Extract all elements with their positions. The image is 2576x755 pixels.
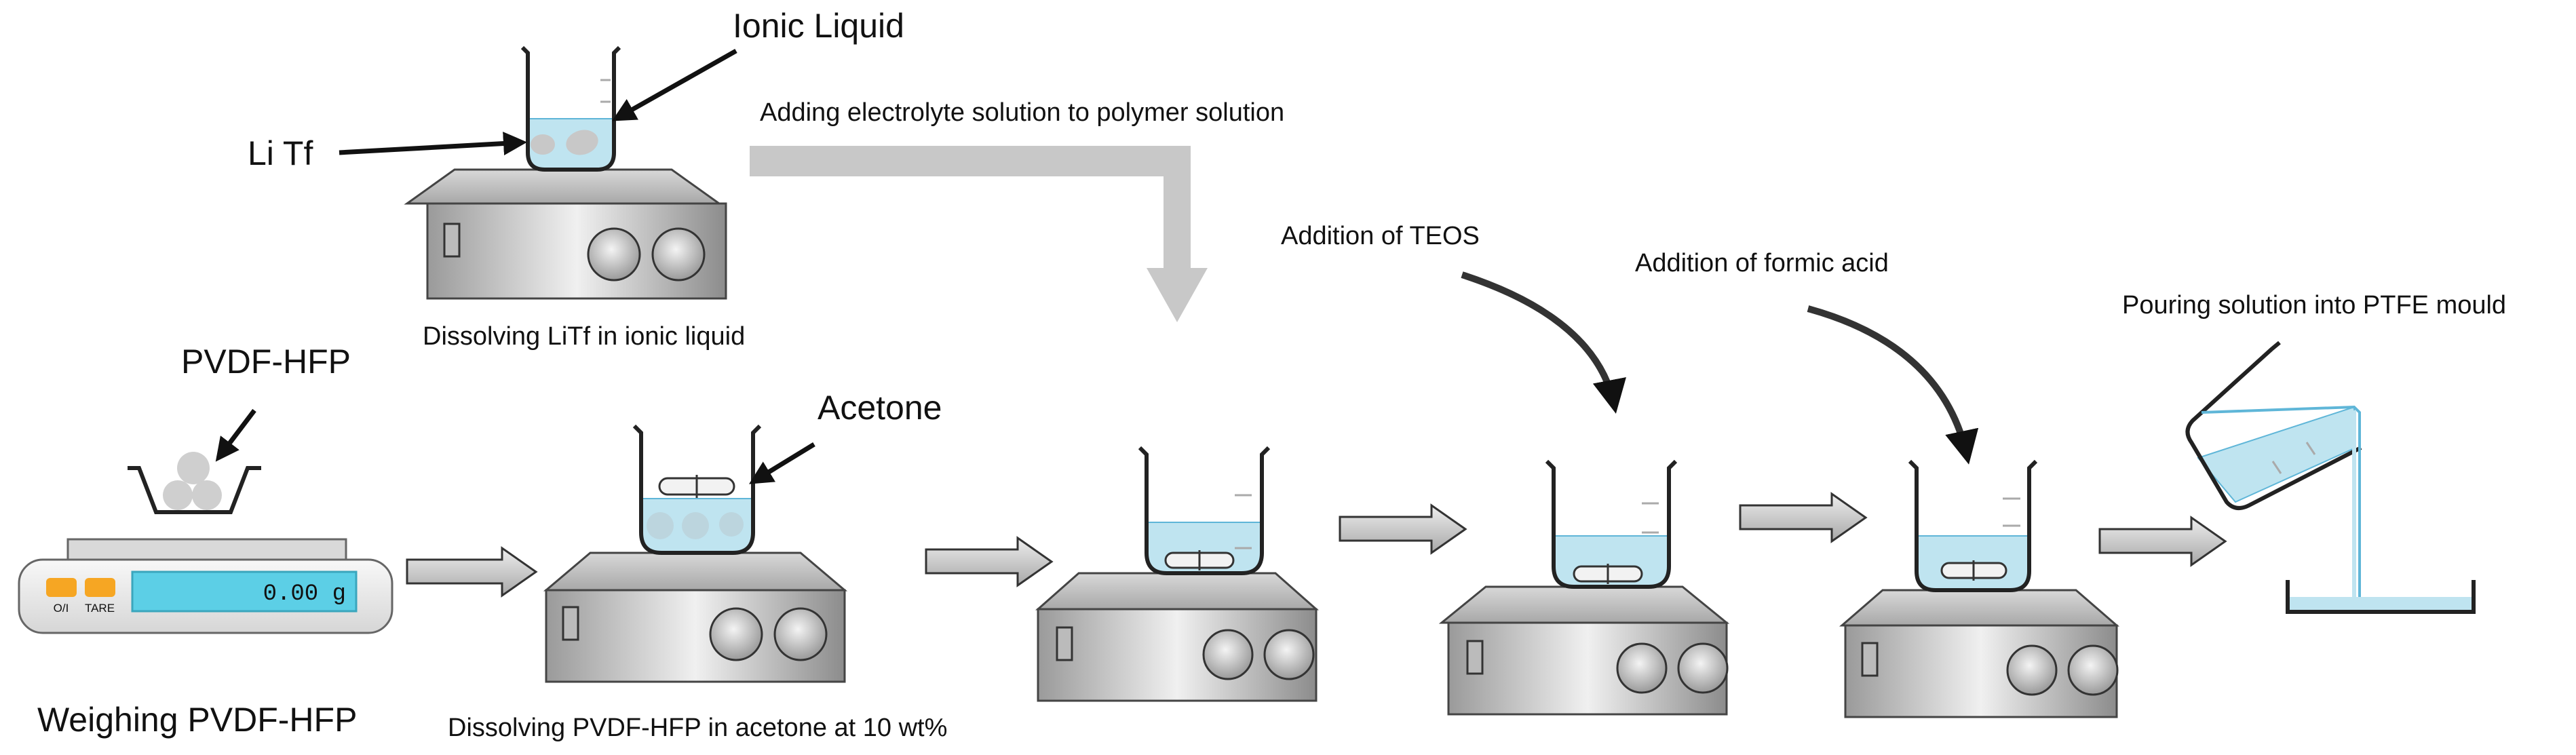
teos-pointer (1461, 271, 1626, 414)
tare-button[interactable] (85, 578, 115, 597)
weighing-scale: O/I TARE 0.00 g (18, 538, 393, 634)
formic-acid-pointer (1807, 305, 1979, 465)
on-off-button[interactable] (46, 578, 77, 597)
label-adding-electrolyte: Adding electrolyte solution to polymer s… (760, 98, 1284, 127)
hotplate-5 (1839, 589, 2120, 718)
beaker-5 (1908, 459, 2038, 592)
process-arrow-5 (2098, 516, 2227, 567)
scale-display-value: 0.00 g (263, 581, 346, 607)
acetone-pointer (749, 442, 815, 484)
weighing-boat (128, 452, 261, 514)
ptfe-mould (2286, 580, 2476, 614)
hotplate-1 (404, 168, 727, 300)
ionic-liquid-pointer (611, 48, 737, 121)
beaker-3 (1138, 446, 1271, 575)
hotplate-3 (1035, 572, 1319, 702)
on-off-label: O/I (54, 602, 69, 615)
label-addition-formic: Addition of formic acid (1635, 249, 1889, 277)
label-weighing: Weighing PVDF-HFP (37, 701, 357, 739)
pouring-beaker (2185, 341, 2362, 609)
process-arrow-3 (1339, 503, 1467, 555)
label-dissolving-pvdf: Dissolving PVDF-HFP in acetone at 10 wt% (448, 714, 947, 742)
beaker-1 (520, 45, 621, 172)
label-pvdf-hfp: PVDF-HFP (181, 343, 351, 381)
process-arrow-2 (925, 536, 1054, 587)
hotplate-2 (543, 551, 848, 683)
label-pouring: Pouring solution into PTFE mould (2122, 291, 2506, 320)
beaker-2 (632, 424, 762, 555)
pvdf-hfp-pointer (215, 408, 256, 462)
label-dissolving-litf: Dissolving LiTf in ionic liquid (423, 322, 745, 351)
beaker-4 (1545, 459, 1678, 589)
label-acetone: Acetone (818, 389, 942, 427)
label-li-tf: Li Tf (248, 134, 313, 172)
tare-label: TARE (85, 602, 115, 615)
li-tf-pointer (339, 132, 527, 156)
process-arrow-4 (1739, 492, 1868, 543)
label-addition-teos: Addition of TEOS (1281, 222, 1480, 250)
process-arrow-1 (406, 546, 538, 598)
hotplate-4 (1438, 585, 1730, 716)
label-ionic-liquid: Ionic Liquid (733, 7, 904, 45)
scale-display (131, 570, 358, 613)
transfer-arrow (750, 146, 1208, 322)
